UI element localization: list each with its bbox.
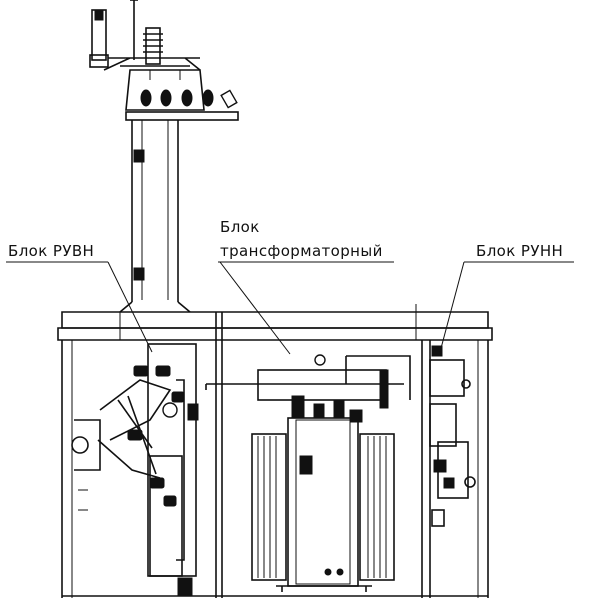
label-transformer-line2: трансформаторный bbox=[220, 242, 383, 260]
leader-ruvn bbox=[107, 261, 153, 353]
pole-top-equipment bbox=[89, 0, 239, 121]
ruvn-equipment bbox=[71, 343, 199, 597]
leader-transformer bbox=[219, 261, 291, 355]
label-ruvn: Блок РУВН bbox=[8, 242, 95, 260]
leader-lines bbox=[6, 261, 574, 355]
runn-equipment bbox=[429, 345, 476, 527]
transformer bbox=[205, 354, 411, 592]
housing bbox=[57, 304, 493, 598]
label-transformer-line1: Блок bbox=[220, 218, 260, 236]
label-runn: Блок РУНН bbox=[476, 242, 564, 260]
mast bbox=[119, 120, 191, 313]
leader-runn bbox=[439, 261, 465, 353]
